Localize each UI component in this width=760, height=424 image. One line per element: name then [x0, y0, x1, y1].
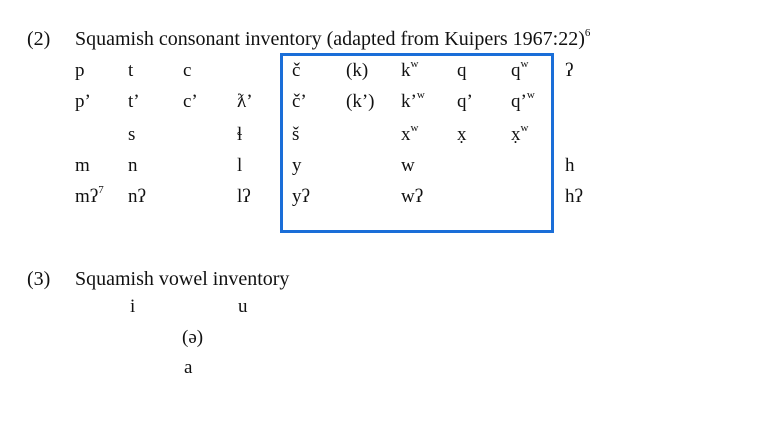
vowel-i: i: [130, 296, 136, 317]
consonant-cell: l: [237, 155, 242, 177]
consonant-symbol: wʔ: [401, 186, 424, 207]
consonant-cell: (k’): [346, 91, 374, 113]
consonant-cell: (k): [346, 60, 368, 82]
consonant-cell: t: [128, 60, 133, 82]
consonant-symbol: c’: [183, 91, 198, 112]
consonant-symbol: yʔ: [292, 186, 310, 207]
consonant-cell: mʔ7: [75, 184, 104, 208]
highlight-box: [280, 53, 554, 233]
consonant-cell: t’: [128, 91, 140, 113]
consonant-cell: yʔ: [292, 186, 310, 208]
consonant-symbol: s: [128, 124, 136, 145]
vowel-schwa: (ə): [182, 327, 204, 348]
consonant-cell: nʔ: [128, 186, 146, 208]
vowel-a: a: [184, 357, 193, 378]
consonant-cell: n: [128, 155, 138, 177]
consonant-symbol: x: [401, 124, 411, 145]
consonant-symbol: t: [128, 60, 134, 81]
consonant-symbol: k’: [401, 91, 417, 112]
consonant-cell: k’w: [401, 89, 425, 113]
consonant-cell: ƛ’: [237, 91, 253, 113]
consonant-symbol: č: [292, 60, 301, 81]
consonant-cell: lʔ: [237, 186, 251, 208]
consonant-cell: hʔ: [565, 186, 583, 208]
superscript: 7: [98, 184, 104, 196]
consonant-cell: c: [183, 60, 191, 82]
consonant-symbol: p: [75, 60, 85, 81]
consonant-cell: p’: [75, 91, 91, 113]
consonant-cell: xw: [401, 122, 419, 146]
consonant-symbol: q: [511, 60, 521, 81]
consonant-symbol: ɬ: [237, 124, 243, 145]
consonant-cell: č’: [292, 91, 307, 113]
consonant-cell: m: [75, 155, 90, 177]
consonant-symbol: (k’): [346, 91, 375, 112]
consonant-symbol: č’: [292, 91, 307, 112]
consonant-cell: y: [292, 155, 302, 177]
consonant-symbol: w: [401, 155, 415, 176]
example-number: (3): [27, 268, 51, 290]
consonant-symbol: m: [75, 155, 90, 176]
consonant-symbol: l: [237, 155, 243, 176]
consonant-symbol: mʔ: [75, 186, 99, 207]
consonant-symbol: q’: [511, 91, 527, 112]
consonant-cell: š: [292, 124, 299, 146]
superscript: w: [416, 89, 425, 101]
consonant-cell: x̣w: [511, 122, 529, 146]
consonant-cell: wʔ: [401, 186, 423, 208]
superscript: w: [410, 122, 419, 134]
superscript: w: [410, 58, 419, 70]
consonant-cell: kw: [401, 58, 419, 82]
consonant-symbol: x̣: [457, 124, 467, 145]
consonant-symbol: (k): [346, 60, 369, 81]
consonant-cell: p: [75, 60, 85, 82]
consonant-symbol: š: [292, 124, 300, 145]
consonant-cell: ɬ: [237, 124, 242, 146]
consonant-symbol: lʔ: [237, 186, 251, 207]
consonant-symbol: q’: [457, 91, 473, 112]
consonant-cell: s: [128, 124, 135, 146]
consonant-cell: č: [292, 60, 300, 82]
consonant-cell: c’: [183, 91, 198, 113]
superscript: w: [520, 58, 529, 70]
title-text: Squamish consonant inventory (adapted fr…: [75, 28, 585, 50]
footnote-marker: 6: [584, 27, 591, 39]
example-title: Squamish consonant inventory (adapted fr…: [75, 27, 591, 51]
consonant-cell: qw: [511, 58, 529, 82]
consonant-symbol: x̣: [511, 124, 521, 145]
consonant-cell: q: [457, 60, 467, 82]
example-title: Squamish vowel inventory: [75, 268, 290, 290]
consonant-symbol: ʔ: [565, 60, 574, 81]
consonant-symbol: q: [457, 60, 467, 81]
consonant-symbol: ƛ’: [237, 91, 253, 112]
consonant-cell: ʔ: [565, 60, 573, 82]
consonant-symbol: t’: [128, 91, 140, 112]
consonant-symbol: k: [401, 60, 411, 81]
example-number: (2): [27, 28, 51, 50]
consonant-cell: h: [565, 155, 575, 177]
consonant-symbol: y: [292, 155, 302, 176]
vowel-u: u: [238, 296, 248, 317]
consonant-symbol: p’: [75, 91, 91, 112]
consonant-cell: x̣: [457, 124, 467, 146]
consonant-symbol: n: [128, 155, 138, 176]
consonant-cell: q’w: [511, 89, 535, 113]
superscript: w: [520, 122, 529, 134]
consonant-symbol: nʔ: [128, 186, 146, 207]
consonant-symbol: hʔ: [565, 186, 583, 207]
consonant-cell: w: [401, 155, 415, 177]
consonant-symbol: h: [565, 155, 575, 176]
consonant-symbol: c: [183, 60, 192, 81]
consonant-cell: q’: [457, 91, 473, 113]
superscript: w: [526, 89, 535, 101]
